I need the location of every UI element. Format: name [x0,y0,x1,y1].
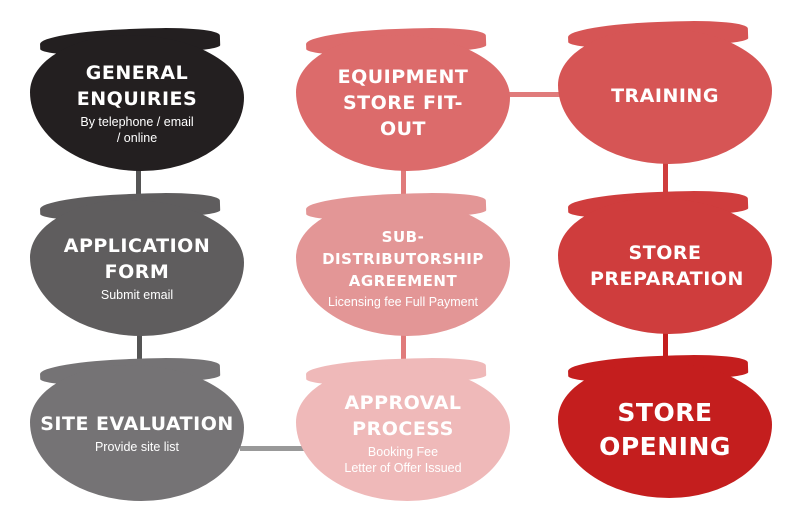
step-general-enquiries: General Enquiries By telephone / email /… [30,35,244,171]
step-site-evaluation: Site Evaluation Provide site list [30,365,244,501]
step-subtitle: By telephone / email [80,115,194,129]
step-subtitle: Submit email [100,288,174,302]
step-store-preparation: Store Preparation [558,198,772,334]
step-approval-process: Approval Process Booking Fee Letter of O… [296,365,510,501]
step-subtitle: Booking Fee [367,445,439,459]
step-title: Approval Process [344,392,462,440]
step-title: Sub-Distributorship Agreement [322,228,484,290]
step-title: Application Form [63,235,211,283]
step-title: General Enquiries [76,62,198,110]
step-title: Store Opening [599,398,731,461]
step-subtitle: Licensing fee Full Payment [327,295,479,309]
step-title: Training [611,85,719,107]
step-application-form: Application Form Submit email [30,200,244,336]
step-subtitle: Provide site list [94,440,180,454]
step-title: Equipment Store Fit-Out [337,66,469,140]
step-subtitle: Letter of Offer Issued [344,461,462,475]
step-title: Store Preparation [590,242,744,290]
step-sub-distributorship-agreement: Sub-Distributorship Agreement Licensing … [296,200,510,336]
step-store-opening: Store Opening [558,362,772,498]
step-title: Site Evaluation [40,413,234,435]
step-subtitle: / online [116,131,158,145]
connector-3-4 [240,446,305,451]
step-training: Training [558,28,772,164]
step-equipment-store-fit-out: Equipment Store Fit-Out [296,35,510,171]
